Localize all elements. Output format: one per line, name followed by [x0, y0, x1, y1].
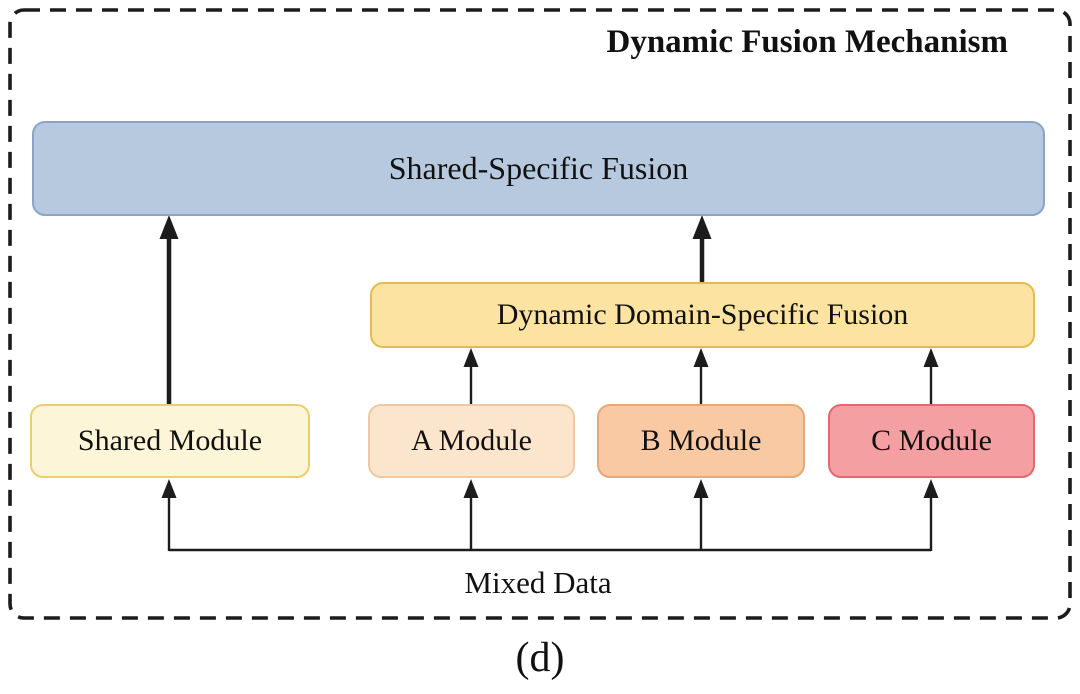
- arrow-b-module-to-mid-fusion: [693, 348, 709, 404]
- arrow-c-module-to-mid-fusion: [923, 348, 939, 404]
- c-module-label: C Module: [871, 424, 992, 457]
- c-module-box: C Module: [828, 404, 1035, 478]
- dashed-frame: [8, 8, 1072, 620]
- shared-module-box: Shared Module: [30, 404, 310, 478]
- dynamic-domain-specific-fusion-label: Dynamic Domain-Specific Fusion: [496, 298, 909, 331]
- arrow-a-module-to-mid-fusion: [463, 348, 479, 404]
- arrowhead-to-b-module: [693, 479, 709, 498]
- mixed-data-bus: [161, 479, 939, 552]
- shared-module-label: Shared Module: [77, 424, 263, 457]
- arrowhead-to-c-module: [923, 479, 939, 498]
- shared-specific-fusion-label: Shared-Specific Fusion: [388, 150, 689, 186]
- arrowhead-to-a-module: [463, 479, 479, 498]
- a-module-box: A Module: [368, 404, 575, 478]
- shared-specific-fusion-box: Shared-Specific Fusion: [32, 121, 1045, 216]
- arrowhead-to-shared-module: [161, 479, 177, 498]
- mixed-data-label: Mixed Data: [464, 565, 612, 600]
- b-module-label: B Module: [640, 424, 762, 457]
- a-module-label: A Module: [411, 424, 532, 457]
- figure-title: Dynamic Fusion Mechanism: [606, 24, 1008, 60]
- figure-caption: (d): [515, 635, 565, 681]
- dynamic-domain-specific-fusion-box: Dynamic Domain-Specific Fusion: [370, 282, 1035, 348]
- b-module-box: B Module: [597, 404, 805, 478]
- arrow-mid-fusion-to-top-fusion: [692, 215, 712, 282]
- arrow-shared-to-top-fusion: [159, 215, 179, 404]
